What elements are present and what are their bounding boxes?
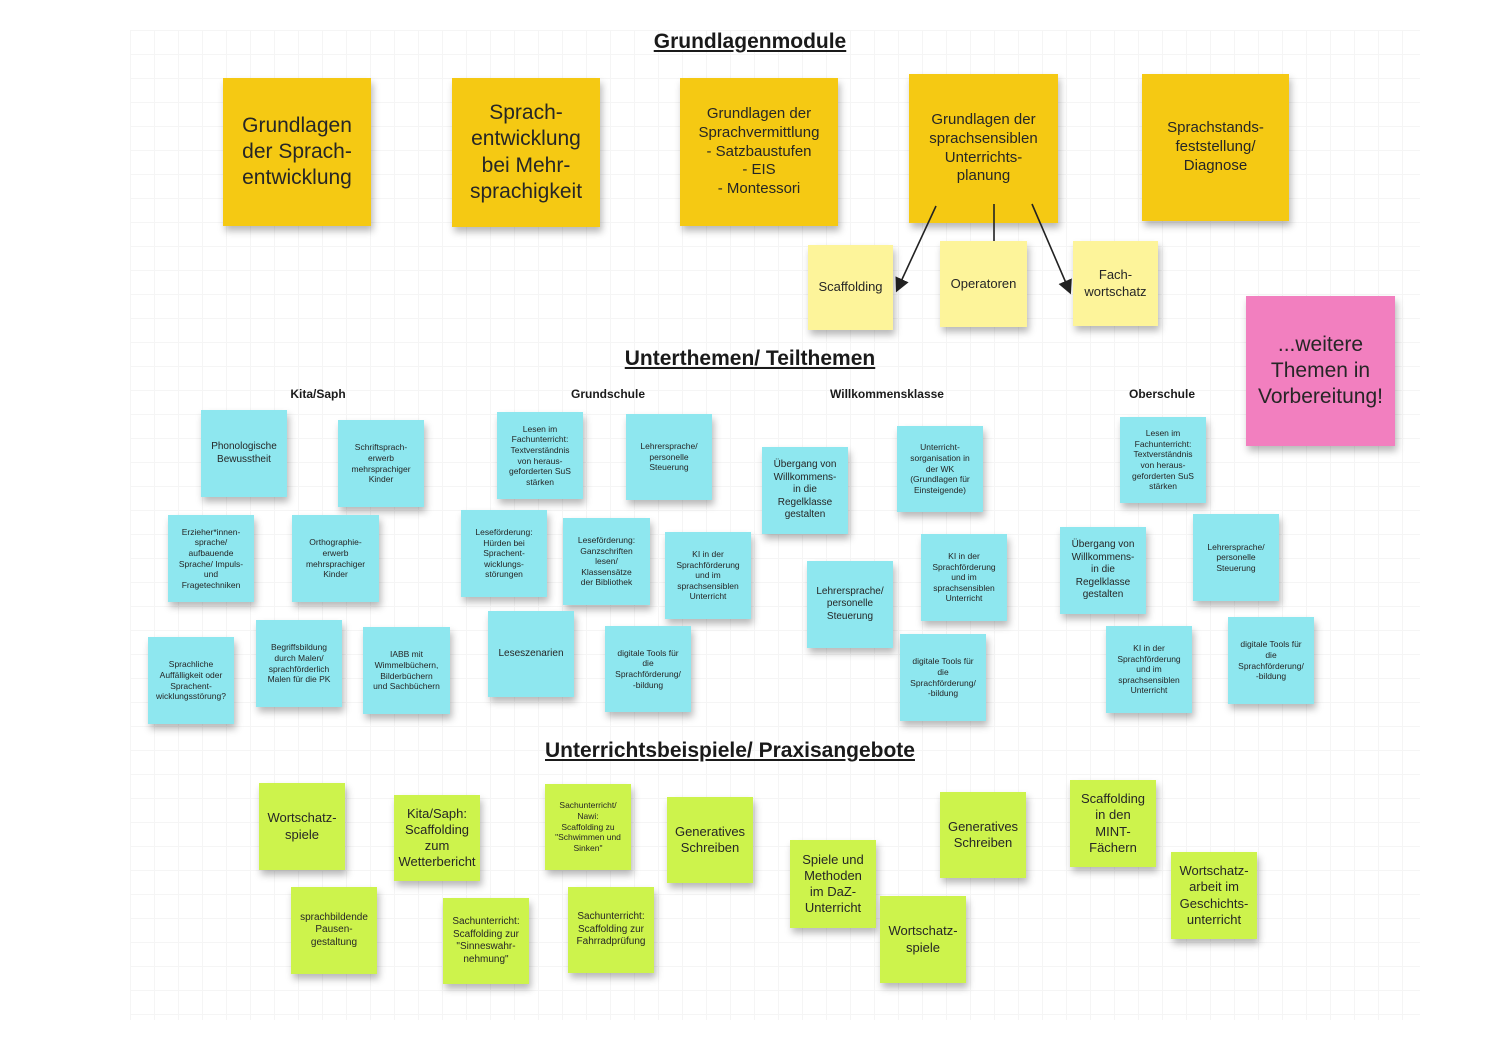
heading-grundlagenmodule: Grundlagenmodule — [653, 30, 847, 53]
note-gs-lesen-fachunterricht: Lesen im Fachunterricht: Textverständnis… — [497, 412, 583, 499]
note-praxis-schwimmen-sinken: Sachunterricht/ Nawi: Scaffolding zu "Sc… — [545, 784, 631, 870]
note-praxis-generatives-schreiben-2: Generatives Schreiben — [940, 792, 1026, 878]
note-gs-lesefoerderung-huerden: Leseförderung: Hürden bei Sprachent- wic… — [461, 510, 547, 597]
heading-unterrichtsbeispiele: Unterrichtsbeispiele/ Praxisangebote — [545, 739, 915, 762]
note-iabb-wimmelbuecher: IABB mit Wimmelbüchern, Bilderbüchern un… — [363, 627, 450, 714]
note-phonologische-bewusstheit: Phonologische Bewusstheit — [201, 410, 287, 497]
note-orthographieerwerb: Orthographie- erwerb mehrsprachiger Kind… — [292, 515, 379, 602]
note-operatoren: Operatoren — [940, 241, 1027, 327]
note-grundlagen-unterrichtsplanung: Grundlagen der sprachsensiblen Unterrich… — [909, 74, 1058, 223]
note-praxis-wortschatzspiele-1: Wortschatz- spiele — [259, 783, 345, 870]
note-erzieherinnensprache: Erzieher*innen- sprache/ aufbauende Spra… — [168, 515, 254, 602]
note-schriftspracherwerb: Schriftsprach- erwerb mehrsprachiger Kin… — [338, 420, 424, 507]
note-grundlagen-sprachvermittlung: Grundlagen der Sprachvermittlung - Satzb… — [680, 78, 838, 226]
note-weitere-themen: ...weitere Themen in Vorbereitung! — [1246, 296, 1395, 446]
column-title-oberschule: Oberschule — [1128, 387, 1196, 401]
note-wk-ki-sprachfoerderung: KI in der Sprachförderung und im sprachs… — [921, 534, 1007, 621]
note-gs-digitale-tools: digitale Tools für die Sprachförderung/ … — [605, 626, 691, 712]
note-praxis-pausengestaltung: sprachbildende Pausen- gestaltung — [291, 887, 377, 974]
note-sprachentwicklung-mehrsprachigkeit: Sprach- entwicklung bei Mehr- sprachigke… — [452, 78, 600, 227]
note-wk-uebergang: Übergang von Willkommens- in die Regelkl… — [762, 447, 848, 534]
note-praxis-spiele-daz: Spiele und Methoden im DaZ- Unterricht — [790, 840, 876, 928]
note-praxis-fahrradpruefung: Sachunterricht: Scaffolding zur Fahrradp… — [568, 887, 654, 973]
note-praxis-scaffolding-mint: Scaffolding in den MINT- Fächern — [1070, 780, 1156, 867]
note-praxis-sinneswahrnehmung: Sachunterricht: Scaffolding zur "Sinnesw… — [443, 898, 529, 984]
note-sprachstandsfeststellung: Sprachstands- feststellung/ Diagnose — [1142, 74, 1289, 221]
column-title-kita: Kita/Saph — [290, 387, 346, 401]
column-title-grundschule: Grundschule — [570, 387, 645, 401]
note-gs-leseszenarien: Leseszenarien — [488, 611, 574, 697]
note-praxis-wortschatzarbeit-geschichte: Wortschatz- arbeit im Geschichts- unterr… — [1171, 852, 1257, 939]
note-gs-lesefoerderung-ganzschriften: Leseförderung: Ganzschriften lesen/ Klas… — [563, 518, 650, 605]
note-gs-ki-sprachfoerderung: KI in der Sprachförderung und im sprachs… — [665, 532, 751, 619]
note-grundlagen-sprachentwicklung: Grundlagen der Sprach- entwicklung — [223, 78, 371, 226]
heading-unterthemen: Unterthemen/ Teilthemen — [624, 347, 876, 370]
note-wk-digitale-tools: digitale Tools für die Sprachförderung/ … — [900, 634, 986, 721]
note-os-lehrersprache: Lehrersprache/ personelle Steuerung — [1193, 514, 1279, 601]
note-begriffsbildung: Begriffsbildung durch Malen/ sprachförde… — [256, 620, 342, 707]
note-scaffolding: Scaffolding — [808, 245, 893, 330]
column-title-willkommensklasse: Willkommensklasse — [830, 387, 944, 401]
note-praxis-generatives-schreiben-1: Generatives Schreiben — [667, 797, 753, 883]
note-sprachliche-auffaelligkeit: Sprachliche Auffälligkeit oder Sprachent… — [148, 637, 234, 724]
note-os-uebergang: Übergang von Willkommens- in die Regelkl… — [1060, 527, 1146, 614]
note-os-lesen-fachunterricht: Lesen im Fachunterricht: Textverständnis… — [1120, 417, 1206, 503]
note-fachwortschatz: Fach- wortschatz — [1073, 241, 1158, 326]
note-os-digitale-tools: digitale Tools für die Sprachförderung/ … — [1228, 617, 1314, 704]
note-gs-lehrersprache: Lehrersprache/ personelle Steuerung — [626, 414, 712, 500]
note-praxis-kita-wetterbericht: Kita/Saph: Scaffolding zum Wetterbericht — [394, 795, 480, 881]
note-wk-unterrichtsorganisation: Unterricht- sorganisation in der WK (Gru… — [897, 426, 983, 512]
note-os-ki-sprachfoerderung: KI in der Sprachförderung und im sprachs… — [1106, 626, 1192, 713]
note-wk-lehrersprache: Lehrersprache/ personelle Steuerung — [807, 561, 893, 648]
note-praxis-wortschatzspiele-2: Wortschatz- spiele — [880, 896, 966, 983]
